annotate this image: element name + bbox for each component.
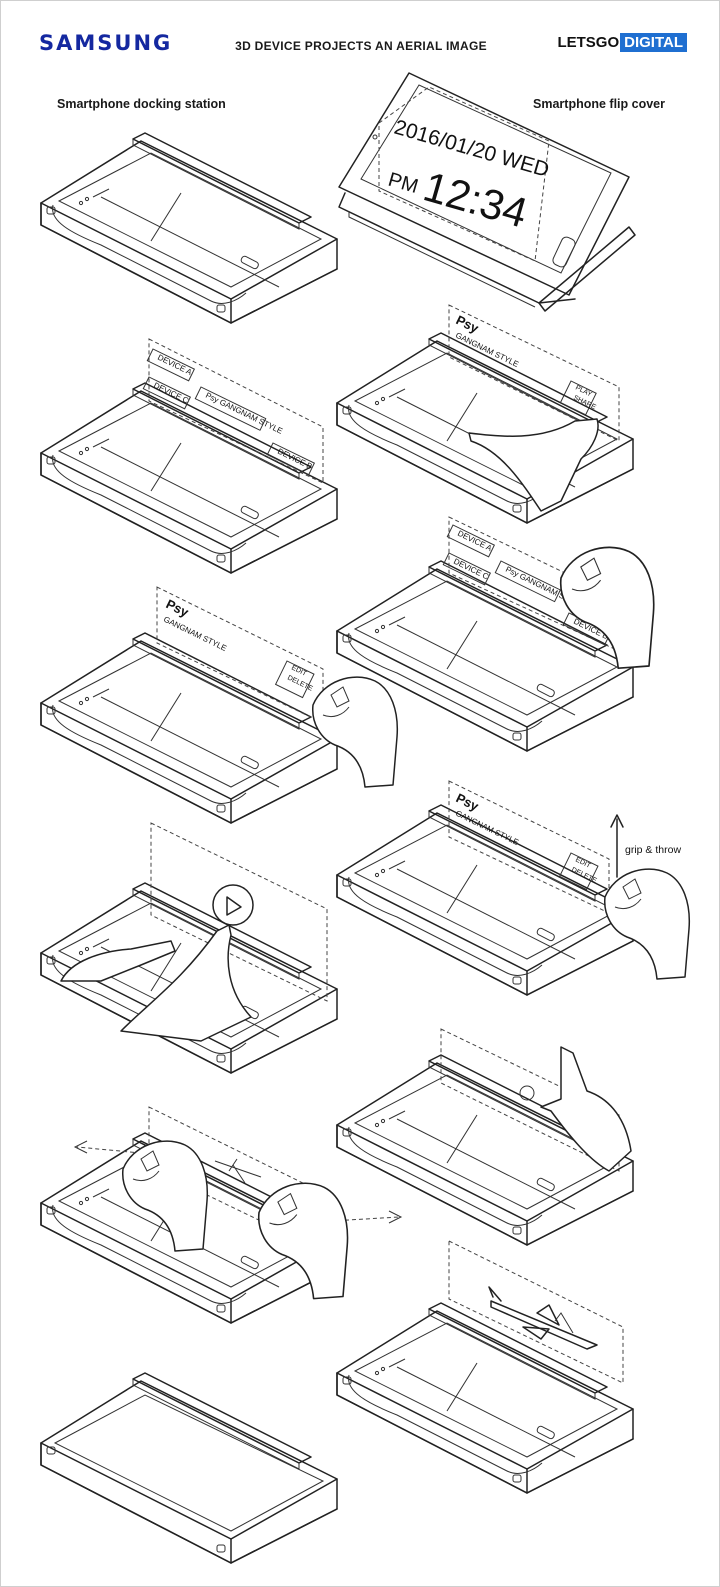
hand-throw-icon xyxy=(603,868,691,980)
hand-tap-icon xyxy=(120,924,252,1042)
airplane-icon xyxy=(488,1286,598,1350)
hologram-panel-song xyxy=(448,304,620,442)
page-title: 3D DEVICE PROJECTS AN AERIAL IMAGE xyxy=(235,39,487,53)
caption-docking-station: Smartphone docking station xyxy=(57,97,226,111)
caption-flip-cover: Smartphone flip cover xyxy=(533,97,665,111)
play-circle-icon xyxy=(212,884,254,926)
label-device-a-2: DEVICE A xyxy=(456,529,494,554)
logo-part-letsgo: LETSGO xyxy=(557,34,620,51)
left-arrow-icon xyxy=(76,1146,142,1154)
hand-pointing-icon xyxy=(468,418,599,512)
label-share: SHARE xyxy=(572,395,597,412)
dock-figure-4 xyxy=(40,632,338,824)
dock-figure-10 xyxy=(336,1302,634,1494)
label-device-a: DEVICE A xyxy=(156,353,194,378)
hologram-panel-plane-2 xyxy=(448,1240,624,1384)
label-grip-throw: grip & throw xyxy=(625,844,681,856)
airplane-small-icon xyxy=(214,1158,262,1184)
dock-figure-1 xyxy=(40,132,338,324)
hologram-panel-devices xyxy=(148,338,324,484)
hand-point-icon xyxy=(540,1046,632,1172)
samsung-logo: SAMSUNG xyxy=(39,31,173,55)
logo-part-digital: DIGITAL xyxy=(620,33,687,52)
dock-figure-empty xyxy=(40,1372,338,1564)
second-hand-icon xyxy=(60,940,176,982)
dock-figure-7 xyxy=(336,804,634,996)
hologram-panel-play xyxy=(150,822,328,1002)
small-target-icon xyxy=(519,1085,535,1101)
label-delete: DELETE xyxy=(286,675,314,693)
dock-figure-2 xyxy=(40,382,338,574)
hologram-panel-point xyxy=(440,1028,620,1172)
right-arrow-icon xyxy=(330,1216,400,1222)
flip-cover-figure: 2016/01/20 WED PM 12:34 xyxy=(338,72,636,312)
